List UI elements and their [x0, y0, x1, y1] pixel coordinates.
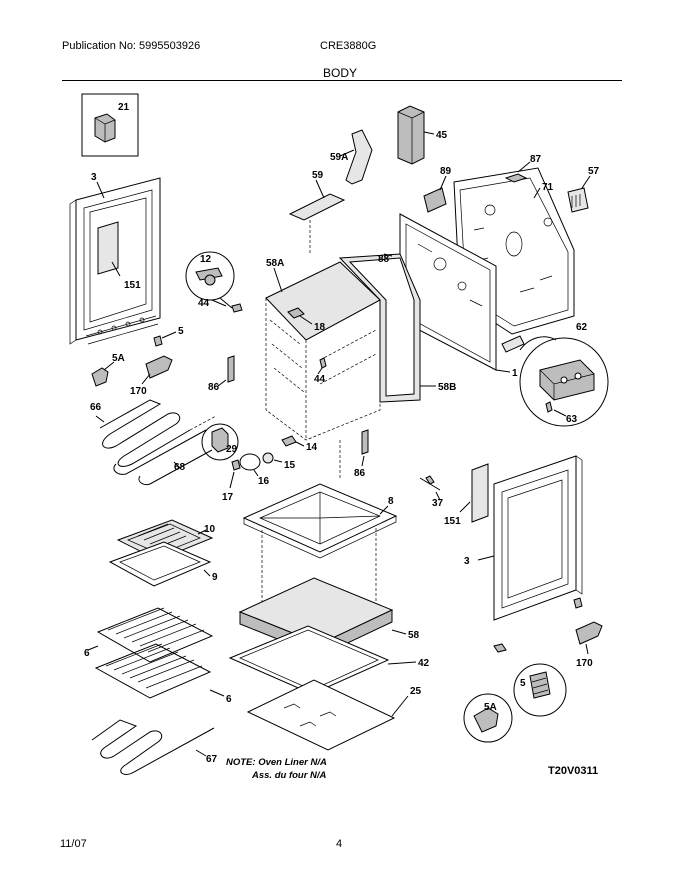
lamp-parts: 29 14 15 16 17: [201, 423, 318, 503]
callout-45: 45: [436, 130, 448, 141]
oven-racks: 6 6: [84, 607, 232, 705]
callout-44-left: 44: [198, 298, 210, 309]
callout-3-upper: 3: [91, 172, 97, 183]
section-title: BODY: [322, 66, 357, 80]
part-37: 37: [419, 475, 444, 509]
bottom-insulation: 58 42 25: [228, 577, 430, 751]
callout-5A-lower: 5A: [484, 702, 497, 713]
callout-18: 18: [314, 322, 326, 333]
hinge-parts-lower: 170 5 5A: [463, 597, 603, 743]
callout-170-upper: 170: [130, 386, 147, 397]
callout-6-lower: 6: [226, 694, 232, 705]
callout-59: 59: [312, 170, 324, 181]
callout-59A: 59A: [330, 152, 348, 163]
publication-number: Publication No: 5995503926: [62, 40, 201, 52]
callout-66: 66: [90, 402, 102, 413]
callout-170-lower: 170: [576, 658, 593, 669]
callout-3-lower: 3: [464, 556, 470, 567]
callout-12: 12: [200, 254, 212, 265]
door-left: 3 151: [69, 172, 161, 345]
page-number: 4: [336, 838, 343, 850]
callout-5-upper: 5: [178, 326, 184, 337]
callout-42: 42: [418, 658, 430, 669]
hinge-parts-upper: 5 5A 170: [91, 326, 184, 397]
diagram-code: T20V0311: [548, 765, 599, 777]
header-rule: [62, 80, 622, 81]
callout-58B: 58B: [438, 382, 456, 393]
callout-5-lower: 5: [520, 678, 526, 689]
callout-44-center: 44: [314, 374, 326, 385]
callout-58A: 58A: [266, 258, 284, 269]
oven-bottom-8: 8: [242, 483, 398, 614]
callout-15: 15: [284, 460, 296, 471]
callout-17: 17: [222, 492, 234, 503]
note-line-1: NOTE: Oven Liner N/A: [226, 757, 327, 768]
callout-37: 37: [432, 498, 444, 509]
callout-5A-upper: 5A: [112, 353, 125, 364]
bake-element-66: 66: [90, 399, 217, 467]
callout-86-upper: 86: [208, 382, 220, 393]
callout-1: 1: [512, 368, 518, 379]
callout-71: 71: [542, 182, 554, 193]
callout-151-upper: 151: [124, 280, 141, 291]
callout-58: 58: [408, 630, 420, 641]
callout-68: 68: [174, 462, 186, 473]
callout-25: 25: [410, 686, 422, 697]
part-21-inset: 21: [81, 93, 139, 157]
broil-element-68: 68: [113, 429, 213, 485]
callout-88: 88: [378, 254, 390, 265]
callout-86-lower: 86: [354, 468, 366, 479]
vent-parts: 45 59A 59: [288, 105, 448, 254]
oven-cavity: 88 58B 58A 18 44 86 86: [208, 253, 456, 480]
callout-16: 16: [258, 476, 270, 487]
callout-67: 67: [206, 754, 218, 765]
callout-57: 57: [588, 166, 600, 177]
callout-14: 14: [306, 442, 318, 453]
callout-6-upper: 6: [84, 648, 90, 659]
part-12-inset: 12 44: [185, 251, 243, 313]
callout-63: 63: [566, 414, 578, 425]
note-line-2: Ass. du four N/A: [252, 770, 327, 781]
callout-87: 87: [530, 154, 542, 165]
callout-151-lower: 151: [444, 516, 461, 527]
broiler-pan: 10 9: [108, 519, 218, 587]
callout-62: 62: [576, 322, 588, 333]
callout-89: 89: [440, 166, 452, 177]
element-67: 67: [91, 719, 218, 775]
callout-21: 21: [118, 102, 130, 113]
callout-8: 8: [388, 496, 394, 507]
callout-29: 29: [226, 444, 238, 455]
callout-10: 10: [204, 524, 216, 535]
callout-9: 9: [212, 572, 218, 583]
part-62-inset: 63 62: [501, 322, 609, 427]
door-right: 151 3: [444, 455, 583, 621]
footer-date: 11/07: [60, 838, 87, 850]
model-number: CRE3880G: [320, 40, 377, 52]
